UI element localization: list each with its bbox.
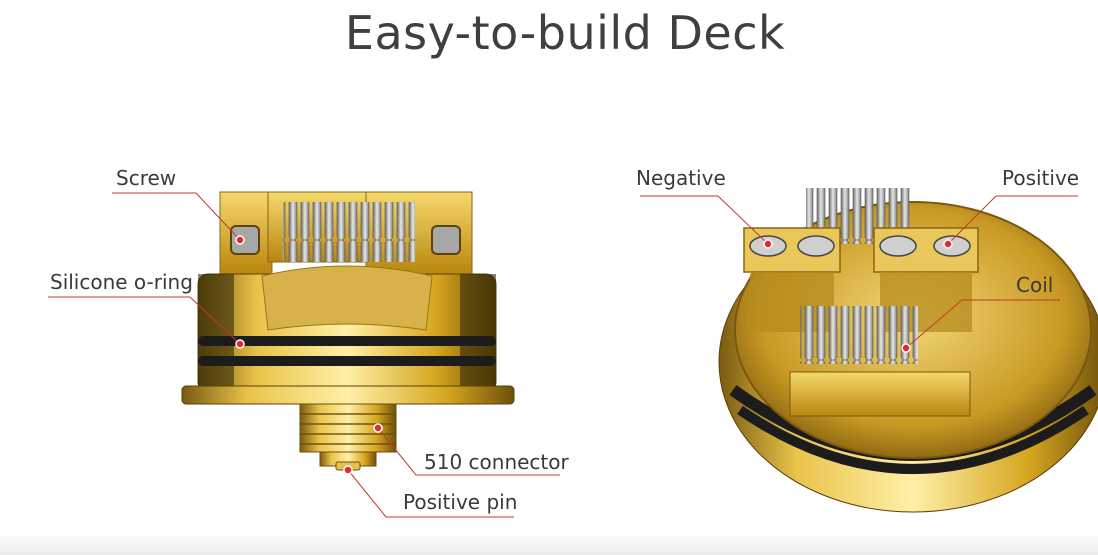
- screw-slot-right: [431, 225, 461, 255]
- top-view-deck: [718, 188, 1098, 513]
- callout-coil: Coil: [1016, 273, 1054, 297]
- airflow-cut: [261, 265, 433, 331]
- leader-coil: [905, 299, 1060, 349]
- base-flange: [181, 385, 515, 405]
- leader-positive: [947, 195, 1078, 245]
- leader-negative: [640, 195, 769, 245]
- leader-oring: [48, 296, 241, 345]
- callout-silicone-oring: Silicone o-ring: [50, 270, 193, 294]
- callout-negative: Negative: [636, 166, 726, 190]
- side-view-deck: [181, 191, 515, 471]
- right-leader-lines: [640, 195, 1078, 349]
- leader-510: [377, 427, 560, 476]
- o-ring-top-2: [737, 405, 1089, 474]
- front-wall: [789, 371, 971, 417]
- page-title: Easy-to-build Deck: [344, 6, 786, 60]
- o-ring-lower: [198, 356, 496, 366]
- callout-positive: Positive: [1002, 166, 1080, 190]
- leader-screw: [112, 192, 241, 241]
- left-markers: [235, 235, 383, 475]
- o-ring-upper: [198, 336, 496, 346]
- callout-positive-pin: Positive pin: [403, 490, 518, 514]
- right-markers: [763, 239, 953, 353]
- callout-screw: Screw: [116, 166, 177, 190]
- coil-side: [283, 202, 415, 262]
- leader-pin: [347, 469, 514, 518]
- callout-510-connector: 510 connector: [424, 450, 569, 474]
- bottom-shadow: [0, 533, 1098, 555]
- front-coil: [800, 306, 918, 364]
- screw-slot-left: [230, 225, 260, 255]
- left-leader-lines: [48, 192, 560, 518]
